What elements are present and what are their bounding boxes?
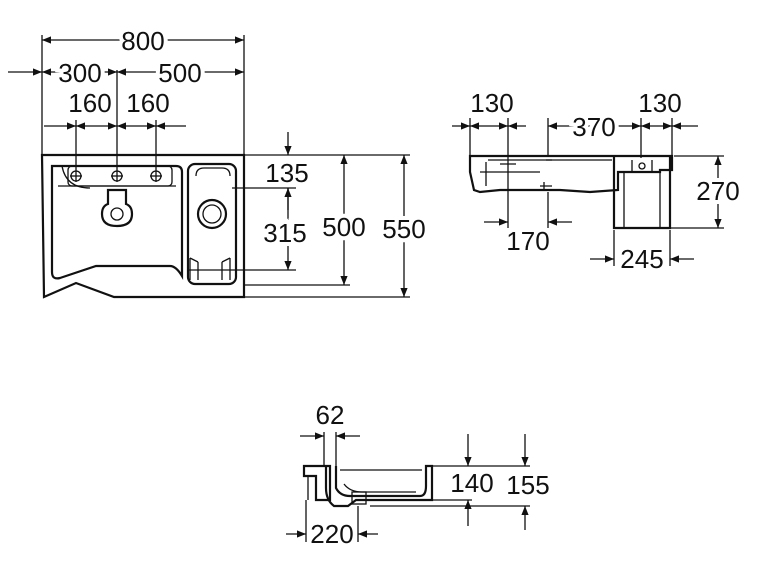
tap-hole-left <box>70 170 82 182</box>
main-bowl <box>50 164 184 280</box>
tap-hole-center <box>111 170 123 182</box>
dim-label-160-left: 160 <box>68 88 111 118</box>
dim-label-270: 270 <box>696 176 739 206</box>
dim-label-140: 140 <box>450 468 493 498</box>
dim-label-315: 315 <box>263 218 306 248</box>
dim-label-550: 550 <box>382 214 425 244</box>
section-drain <box>351 491 367 505</box>
dim-label-370: 370 <box>572 112 615 142</box>
dim-label-130-left: 130 <box>470 88 513 118</box>
dim-label-170: 170 <box>506 226 549 256</box>
dim-label-160-right: 160 <box>126 88 169 118</box>
section-bowl <box>324 464 434 508</box>
dim-label-800: 800 <box>121 26 164 56</box>
soap-tray <box>186 162 238 286</box>
dim-label-300: 300 <box>58 58 101 88</box>
side-basin <box>468 154 674 194</box>
section-view: 62 220 140 155 <box>286 400 554 553</box>
side-pedestal <box>612 156 672 230</box>
dim-label-135: 135 <box>265 158 308 188</box>
dim-label-155: 155 <box>506 470 549 500</box>
dim-label-62: 62 <box>316 400 345 430</box>
side-view: 130 370 130 270 170 245 <box>452 88 744 274</box>
dim-label-245: 245 <box>620 244 663 274</box>
dim-label-130-right: 130 <box>638 88 681 118</box>
dim-label-500: 500 <box>158 58 201 88</box>
dim-label-500-depth: 500 <box>322 212 365 242</box>
tap-deck <box>67 165 173 187</box>
tap-hole-right <box>150 170 162 182</box>
soap-drain <box>196 198 228 230</box>
drain-slot <box>100 188 134 228</box>
top-view: 800 300 500 160 160 135 315 500 550 <box>8 22 430 299</box>
section-left-wall <box>302 464 332 502</box>
dim-label-220: 220 <box>310 519 353 549</box>
